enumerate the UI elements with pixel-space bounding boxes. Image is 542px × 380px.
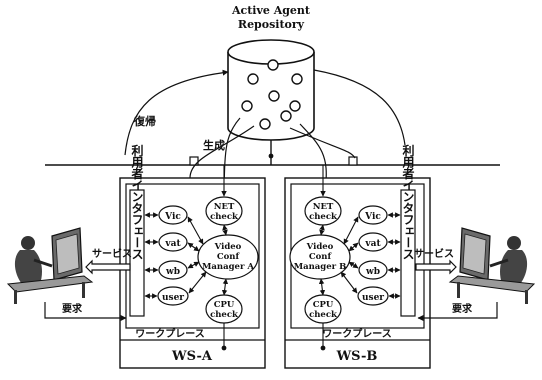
ws-b-cpu-check-line2: check <box>309 310 338 320</box>
ws-b-workplace-label: ワークプレース <box>322 327 392 340</box>
user-a-terminal <box>8 228 92 304</box>
ws-a-net-check-line2: check <box>210 212 239 222</box>
ws-a-user-agent: user <box>162 293 184 303</box>
ws-b-name: WS-B <box>336 349 378 364</box>
ws-a-vic-agent: Vic <box>164 212 181 222</box>
service-label-right: サービス <box>414 247 454 260</box>
ws-a-workplace-label: ワークプレース <box>135 327 205 340</box>
ws-a-manager-line3: Manager A <box>202 262 254 272</box>
ws-b-wb-agent: wb <box>365 267 380 277</box>
agent-repository: Active Agent Repository <box>228 4 314 140</box>
ws-b-vic-agent: Vic <box>364 212 381 222</box>
ws-b-manager-line3: Manager B <box>294 262 347 272</box>
ws-a-manager-line2: Conf <box>217 252 241 262</box>
ws-a-manager-line1: Video <box>214 242 242 252</box>
ws-b-manager-line1: Video <box>306 242 334 252</box>
request-label-left: 要求 <box>62 302 83 315</box>
ws-a-name: WS-A <box>171 349 213 364</box>
ws-b-net-check-line1: NET <box>313 202 334 212</box>
ws-b-user-agent: user <box>362 293 384 303</box>
ws-a-cpu-check-line1: CPU <box>214 300 235 310</box>
ws-b-net-check-line2: check <box>309 212 338 222</box>
ws-a-cpu-check-line2: check <box>210 310 239 320</box>
ws-a-user-interface-label: 利用者インタフェース <box>130 143 144 260</box>
service-label-left: サービス <box>92 247 132 260</box>
ws-b-manager-line2: Conf <box>309 252 333 262</box>
ws-a-wb-agent: wb <box>165 267 180 277</box>
ws-b-cpu-check-line1: CPU <box>313 300 334 310</box>
repository-title-line2: Repository <box>238 18 305 31</box>
connector-b <box>349 157 357 165</box>
workstation-b: ワークプレース WS-B 利用者インタフェース Vic vat wb user … <box>285 143 430 368</box>
generate-label: 生成 <box>203 138 225 152</box>
ws-b-vat-agent: vat <box>364 239 381 249</box>
ws-b-user-interface-label: 利用者インタフェース <box>401 143 415 260</box>
request-label-right: 要求 <box>452 302 473 315</box>
ws-a-net-check-line1: NET <box>214 202 235 212</box>
request-arrow-left <box>45 302 126 318</box>
workstation-a: ワークプレース WS-A 利用者インタフェース Vic vat wb user … <box>120 143 265 368</box>
repository-title-line1: Active Agent <box>231 4 311 17</box>
restore-label: 復帰 <box>133 114 156 128</box>
user-b-terminal <box>450 228 534 304</box>
ws-a-vat-agent: vat <box>164 239 181 249</box>
repository-link-b <box>314 70 405 145</box>
